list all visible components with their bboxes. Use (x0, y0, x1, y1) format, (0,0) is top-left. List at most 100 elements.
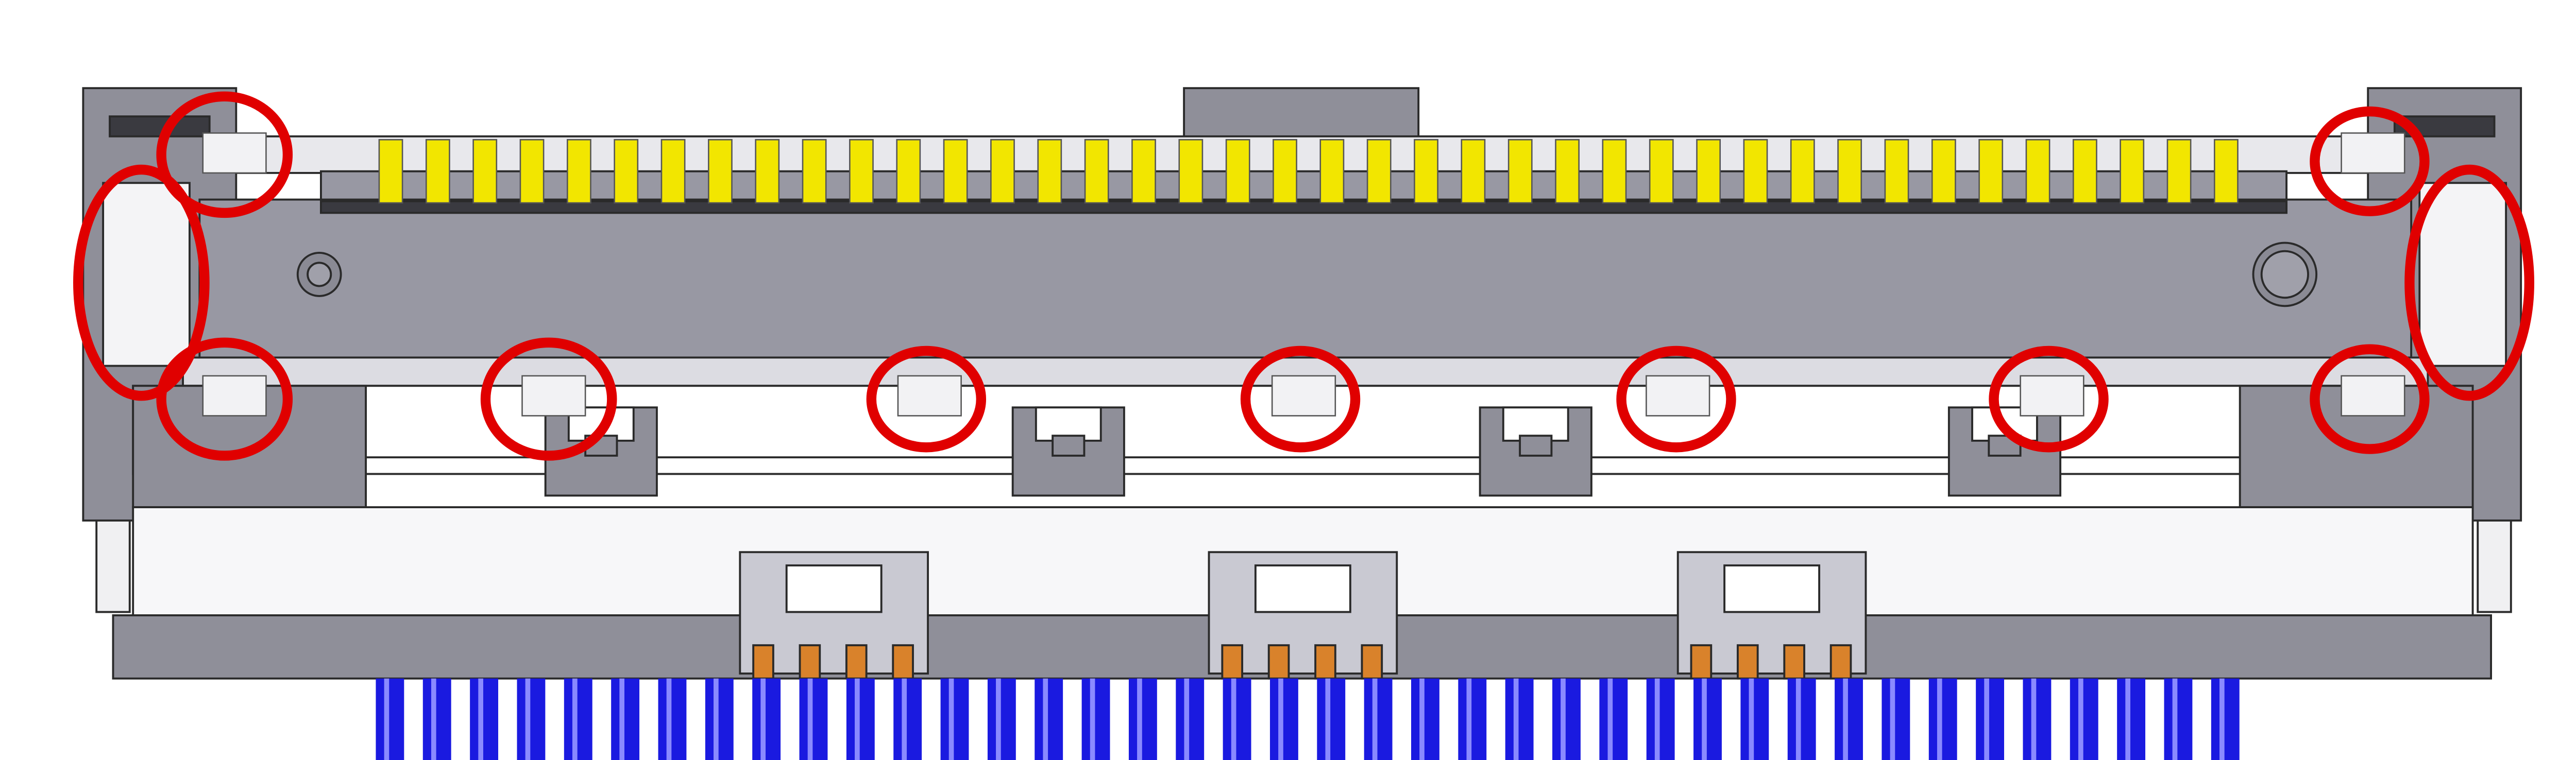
wire-highlight (2078, 678, 2083, 760)
solder-pin (1314, 644, 1336, 680)
wire (1128, 678, 1157, 760)
wire-highlight (713, 678, 719, 760)
contact-pin (566, 139, 591, 204)
main-body-lower (198, 198, 2413, 360)
contact-pin (943, 139, 968, 204)
latch-window (1723, 564, 1821, 613)
wire (470, 678, 499, 760)
wire-highlight (807, 678, 813, 760)
wire-highlight (1231, 678, 1236, 760)
wire-highlight (1890, 678, 1895, 760)
wire-highlight (1607, 678, 1613, 760)
wire-highlight (1419, 678, 1425, 760)
wire-highlight (525, 678, 531, 760)
highlight-circle-icon (1989, 346, 2109, 453)
wire (987, 678, 1016, 760)
wire (611, 678, 640, 760)
wire (564, 678, 592, 760)
right-tray-post (2477, 519, 2512, 613)
wire-highlight (1090, 678, 1095, 760)
wire-highlight (1702, 678, 1707, 760)
locating-block (202, 375, 267, 417)
contact-pin (896, 139, 921, 204)
contact-pin (2214, 139, 2239, 204)
wire (799, 678, 828, 760)
contact-pin (1084, 139, 1109, 204)
wire-highlight (1749, 678, 1754, 760)
wire-highlight (1561, 678, 1566, 760)
wire (376, 678, 404, 760)
wire (1740, 678, 1769, 760)
contact-pin (708, 139, 733, 204)
contact-pin (1414, 139, 1438, 204)
retention-clip-notch (1502, 406, 1569, 442)
contact-pin (660, 139, 686, 204)
wire (940, 678, 969, 760)
wire (2211, 678, 2240, 760)
wire (1364, 678, 1393, 760)
highlight-circle-icon (156, 337, 293, 461)
wire (1599, 678, 1628, 760)
wire-highlight (431, 678, 436, 760)
contact-pin (1273, 139, 1297, 204)
wire-highlight (948, 678, 954, 760)
contact-pin (1649, 139, 1674, 204)
wire-highlight (2172, 678, 2178, 760)
highlight-circle-icon (2404, 164, 2534, 401)
wire (2164, 678, 2193, 760)
contact-pin (472, 139, 498, 204)
wire-highlight (1937, 678, 1942, 760)
wire (1458, 678, 1487, 760)
wire (1835, 678, 1863, 760)
wire (1317, 678, 1346, 760)
wire-highlight (2219, 678, 2225, 760)
solder-pin (1690, 644, 1713, 680)
wire (1976, 678, 2004, 760)
contact-pin (2025, 139, 2050, 204)
wire-highlight (1466, 678, 1472, 760)
wire-highlight (1372, 678, 1378, 760)
wire-highlight (2031, 678, 2037, 760)
wire (1787, 678, 1816, 760)
contact-pin (990, 139, 1015, 204)
wire-highlight (855, 678, 860, 760)
left-side-window (102, 182, 191, 367)
contact-pin (2120, 139, 2145, 204)
wire (1882, 678, 1910, 760)
right-mounting-hole-inner (2260, 250, 2309, 299)
contact-pin (1696, 139, 1721, 204)
locating-block (1271, 375, 1336, 417)
locating-block (2341, 375, 2405, 417)
wire-highlight (1654, 678, 1660, 760)
highlight-circle-icon (156, 91, 293, 218)
solder-pin (1221, 644, 1244, 680)
wire (1693, 678, 1722, 760)
contact-pin (614, 139, 639, 204)
contact-pin (1743, 139, 1768, 204)
wire-highlight (1184, 678, 1190, 760)
locating-block (897, 375, 962, 417)
contact-pin (1037, 139, 1062, 204)
contact-pin (378, 139, 403, 204)
solder-pin (1736, 644, 1759, 680)
highlight-circle-icon (73, 164, 210, 401)
wire (2070, 678, 2098, 760)
contact-pin (2072, 139, 2097, 204)
wire-highlight (1984, 678, 1989, 760)
wire-highlight (1843, 678, 1848, 760)
contact-pin (1602, 139, 1627, 204)
latch-window (1254, 564, 1351, 613)
solder-pin (845, 644, 868, 680)
locating-block (2020, 375, 2084, 417)
solder-pin (1829, 644, 1852, 680)
top-center-tab (1183, 87, 1420, 140)
left-housing-slot (109, 115, 211, 137)
wire (658, 678, 687, 760)
contact-pin (1790, 139, 1815, 204)
contact-pin (1319, 139, 1345, 204)
wire (752, 678, 781, 760)
wire-highlight (478, 678, 483, 760)
wire (893, 678, 922, 760)
contact-pin (1931, 139, 1956, 204)
